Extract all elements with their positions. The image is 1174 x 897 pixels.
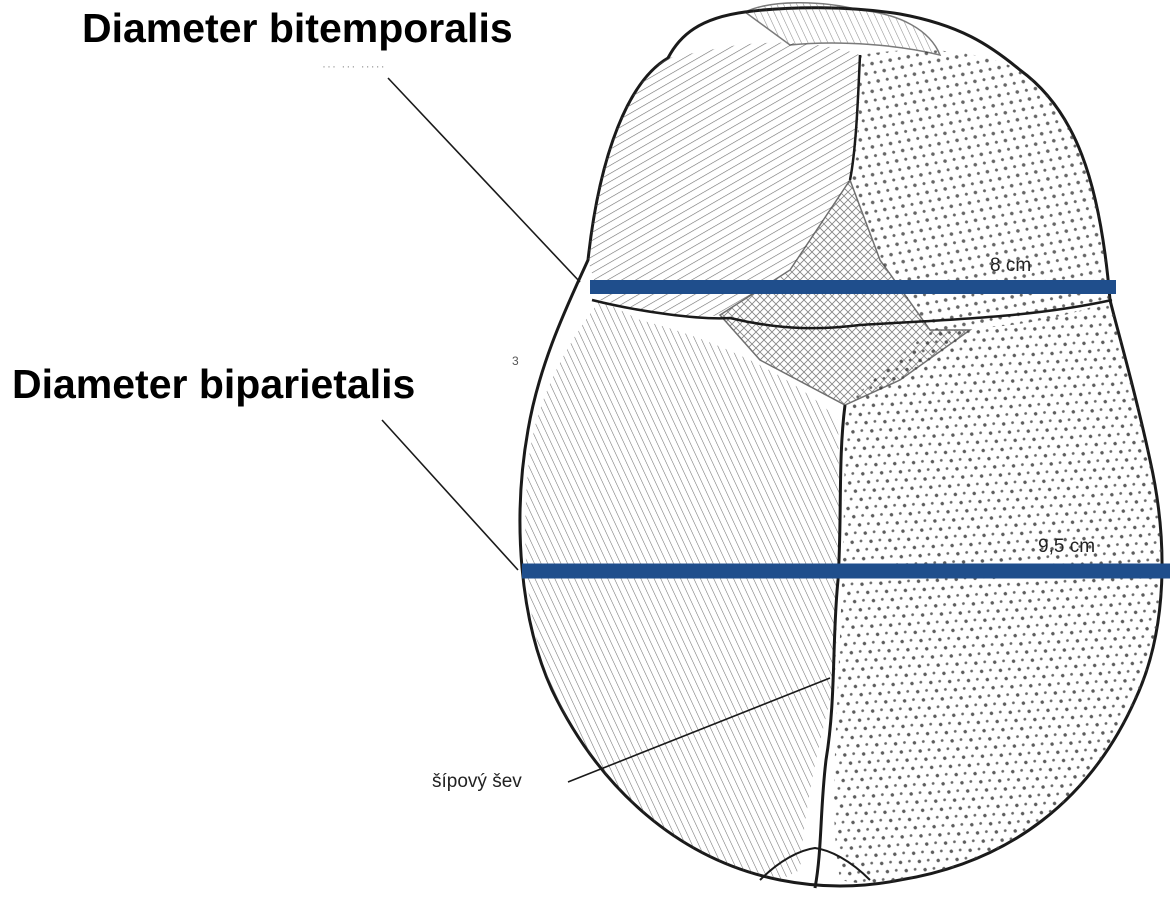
small-mark: 3 (512, 355, 519, 367)
bitemporal-leader (388, 78, 580, 282)
parietal-bone-right (834, 300, 1162, 885)
biparietal-leader (382, 420, 518, 570)
biparietal-diameter-title: Diameter biparietalis (12, 364, 415, 405)
biparietal-measure-label: 9,5 cm (1038, 537, 1095, 556)
faint-caption-fragment: ··· ··· ····· (322, 60, 386, 72)
sagittal-suture-label: šípový šev (432, 772, 522, 791)
parietal-bone-left (525, 300, 839, 880)
bitemporal-measure-label: 8 cm (990, 256, 1031, 275)
bitemporal-diameter-title: Diameter bitemporalis (82, 8, 513, 49)
